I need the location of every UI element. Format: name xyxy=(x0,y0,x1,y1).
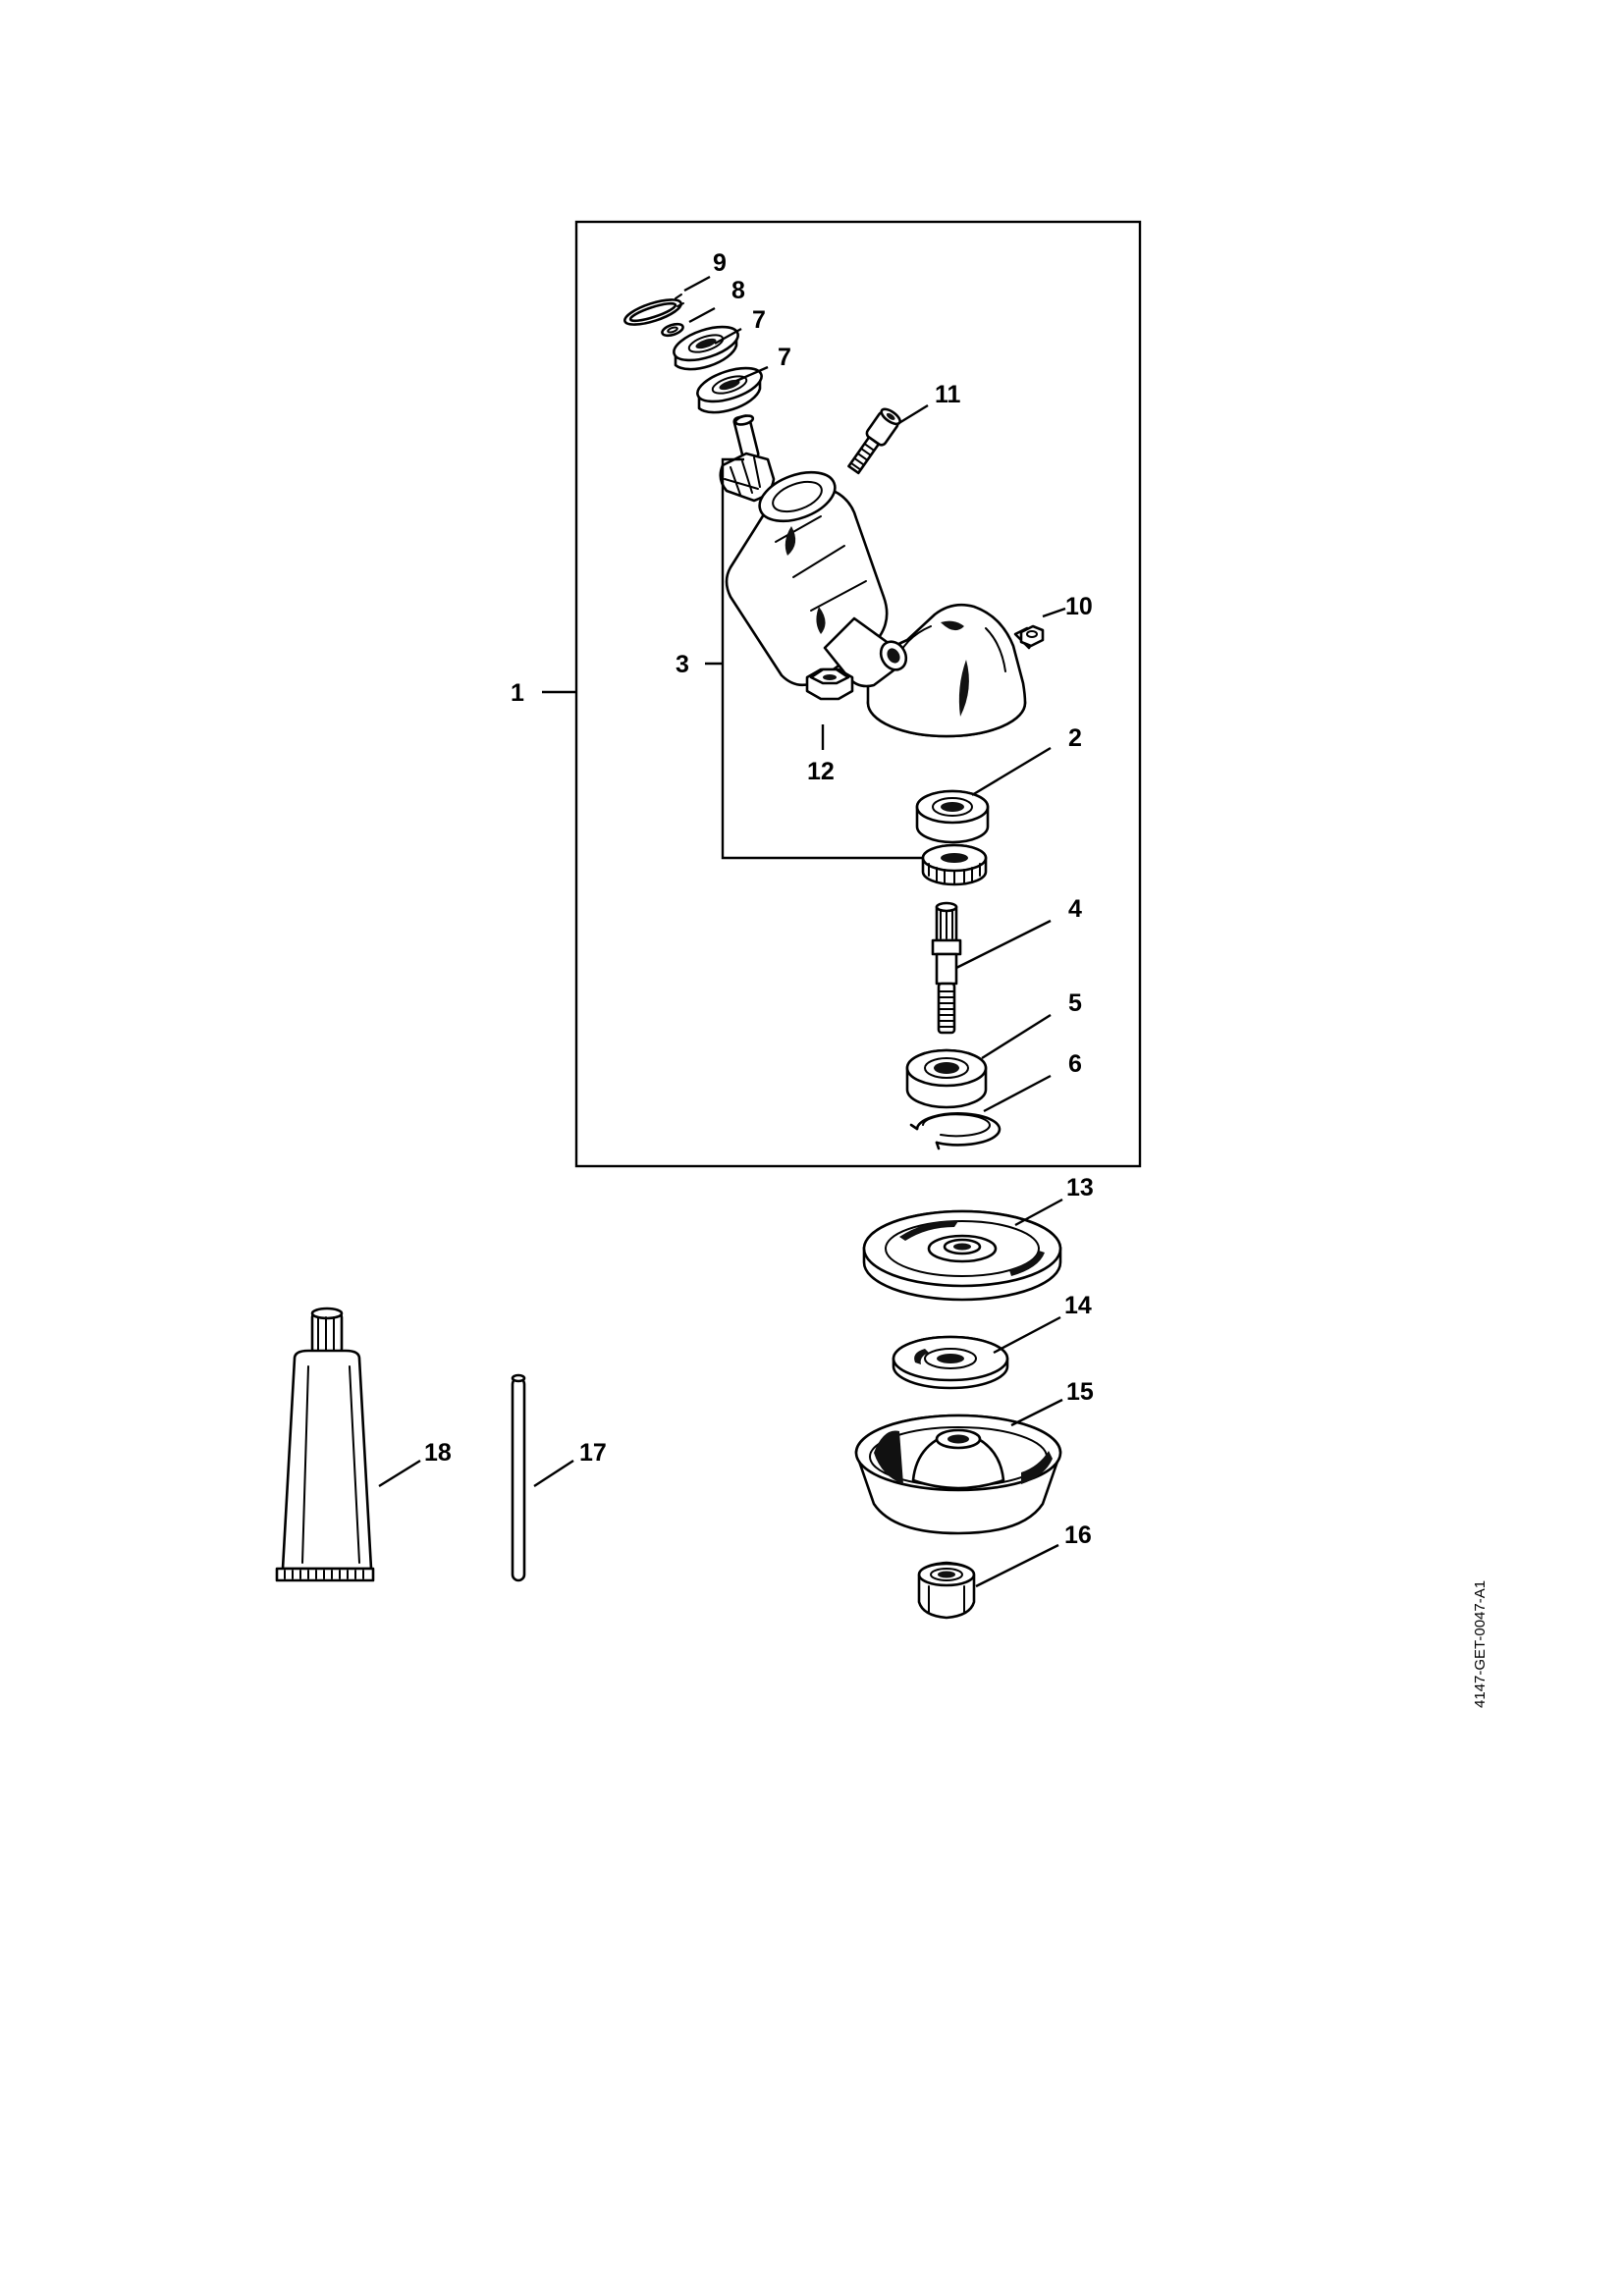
part-3-bevel-pinion xyxy=(719,414,776,503)
part-6-circlip xyxy=(909,1112,1001,1150)
part-11-screw xyxy=(847,407,901,475)
callout-10: 10 xyxy=(1065,593,1093,620)
part-9-circlip xyxy=(623,294,684,326)
part-10-plug-screw xyxy=(1019,624,1045,648)
part-15-cup xyxy=(854,1414,1062,1535)
callout-14: 14 xyxy=(1064,1292,1092,1319)
assembly-frame xyxy=(574,220,1142,1168)
part-13-thrust-plate xyxy=(862,1209,1062,1302)
part-16-nut xyxy=(917,1561,976,1620)
callout-8: 8 xyxy=(731,277,745,304)
leader-lines xyxy=(378,275,1066,1588)
part-17-rod xyxy=(511,1373,526,1582)
part-7-bearing-lower xyxy=(696,366,763,414)
callout-13: 13 xyxy=(1066,1174,1094,1201)
callout-4: 4 xyxy=(1068,895,1082,923)
part-18-grease-tube xyxy=(275,1307,375,1582)
part-12-plug xyxy=(805,667,854,701)
part-2-bearing xyxy=(915,789,990,844)
callout-7: 7 xyxy=(752,306,766,334)
callout-3: 3 xyxy=(676,651,689,678)
callout-16: 16 xyxy=(1064,1522,1092,1549)
callout-1: 1 xyxy=(511,679,524,707)
part-14-washer xyxy=(892,1335,1009,1390)
part-8-washer xyxy=(661,322,684,338)
callout-17: 17 xyxy=(579,1439,607,1467)
part-3-bevel-gear xyxy=(921,843,988,886)
part-5-bearing xyxy=(905,1048,988,1109)
callout-numbers: 9 8 7 7 11 10 1 3 12 2 4 5 6 13 14 15 16… xyxy=(424,249,1094,1549)
callout-7: 7 xyxy=(778,344,791,371)
gear-housing xyxy=(725,470,1037,738)
callout-9: 9 xyxy=(713,249,727,277)
callout-6: 6 xyxy=(1068,1050,1082,1078)
callout-2: 2 xyxy=(1068,724,1082,752)
callout-18: 18 xyxy=(424,1439,452,1467)
drawing-code: 4147-GET-0047-A1 xyxy=(1472,1580,1489,1708)
callout-12: 12 xyxy=(807,758,835,785)
callout-15: 15 xyxy=(1066,1378,1094,1406)
callout-11: 11 xyxy=(935,381,961,408)
part-4-shaft xyxy=(931,901,962,1035)
callout-5: 5 xyxy=(1068,989,1082,1017)
